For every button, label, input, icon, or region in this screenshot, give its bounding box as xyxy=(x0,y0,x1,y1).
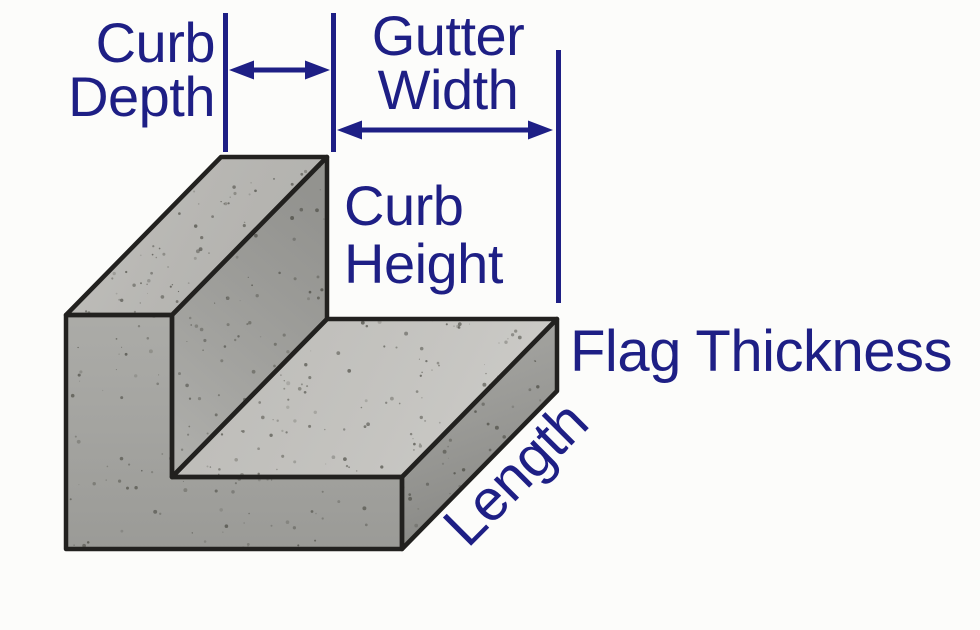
gutter-width-label-line1: Gutter xyxy=(371,4,525,67)
face-shading xyxy=(66,157,557,549)
curb-depth-arrowhead-right-icon xyxy=(305,60,330,80)
gutter-width-label-line2: Width xyxy=(377,58,519,121)
curb-depth-label: Curb Depth xyxy=(68,11,216,128)
gutter-width-arrowhead-right-icon xyxy=(528,120,553,140)
flag-thickness-label: Flag Thickness xyxy=(570,319,952,384)
curb-depth-arrowhead-left-icon xyxy=(229,60,254,80)
dimension-arrowheads xyxy=(229,60,553,140)
curb-depth-label-line1: Curb xyxy=(95,11,216,74)
dimension-lines xyxy=(223,13,561,303)
curb-height-label-line1: Curb xyxy=(344,174,464,237)
gutter-width-label: Gutter Width xyxy=(371,4,525,121)
curb-height-label: Curb Height xyxy=(344,177,503,293)
block-edges xyxy=(63,154,560,552)
gutter-width-arrowhead-left-icon xyxy=(337,120,362,140)
curb-height-label-line2: Height xyxy=(344,232,503,295)
curb-depth-label-line2: Depth xyxy=(68,65,215,128)
